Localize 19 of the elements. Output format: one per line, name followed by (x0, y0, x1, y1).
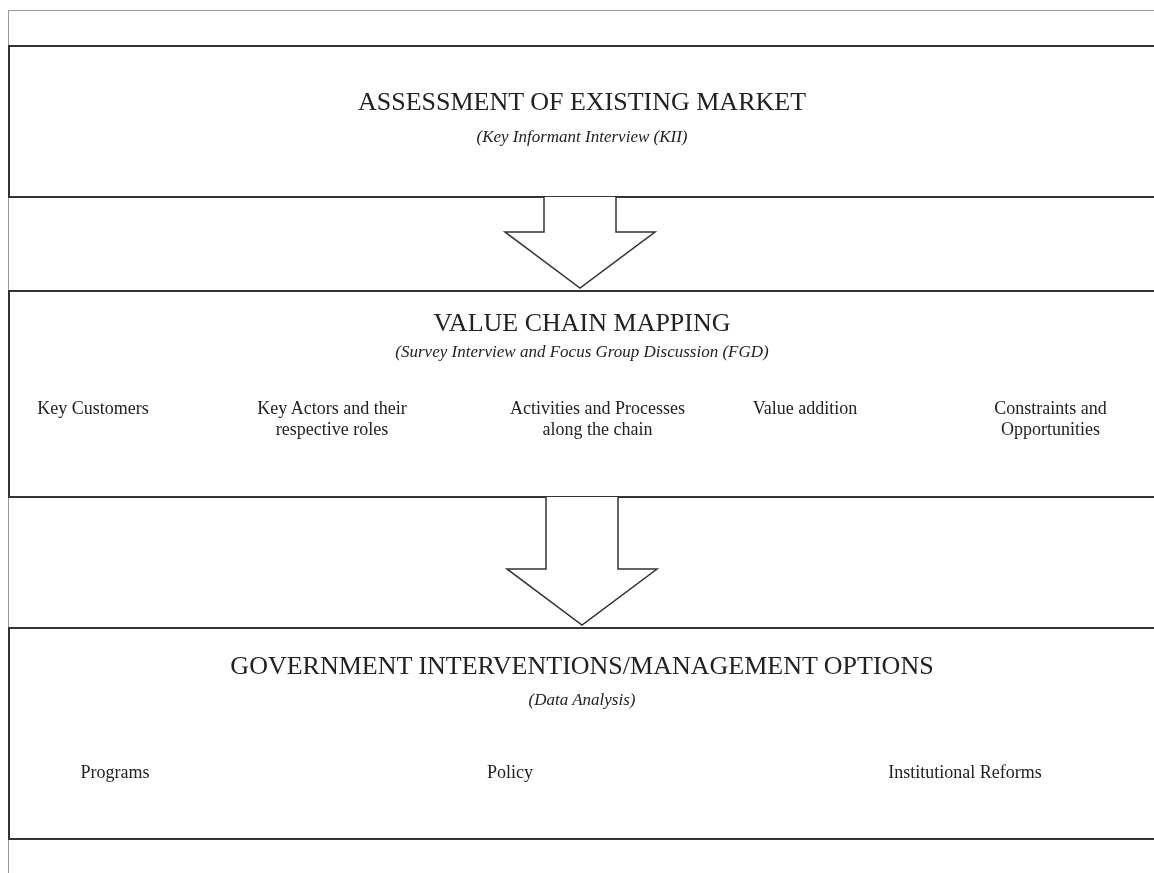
box-heading: GOVERNMENT INTERVENTIONS/MANAGEMENT OPTIONS (229, 651, 935, 681)
box-heading: VALUE CHAIN MAPPING (432, 308, 732, 338)
component-label: Programs (79, 762, 151, 783)
method-subtitle: (Key Informant Interview (KII) (475, 127, 689, 147)
block-arrow (504, 496, 660, 626)
component-label: Value addition (751, 398, 859, 419)
component-label: Key Actors and their respective roles (256, 398, 408, 440)
component-label: Key Customers (36, 398, 150, 419)
component-label: Constraints and Opportunities (993, 398, 1108, 440)
method-subtitle: (Data Analysis) (527, 690, 637, 710)
component-label: Activities and Processes along the chain (510, 398, 685, 440)
stage-box (8, 45, 1154, 198)
stage-box (8, 627, 1154, 840)
box-heading: ASSESSMENT OF EXISTING MARKET (356, 87, 808, 117)
component-label: Institutional Reforms (887, 762, 1043, 783)
stage-box (8, 290, 1154, 498)
method-subtitle: (Survey Interview and Focus Group Discussion (FGD) (394, 342, 770, 362)
component-label: Policy (486, 762, 534, 783)
block-arrow (502, 196, 658, 289)
